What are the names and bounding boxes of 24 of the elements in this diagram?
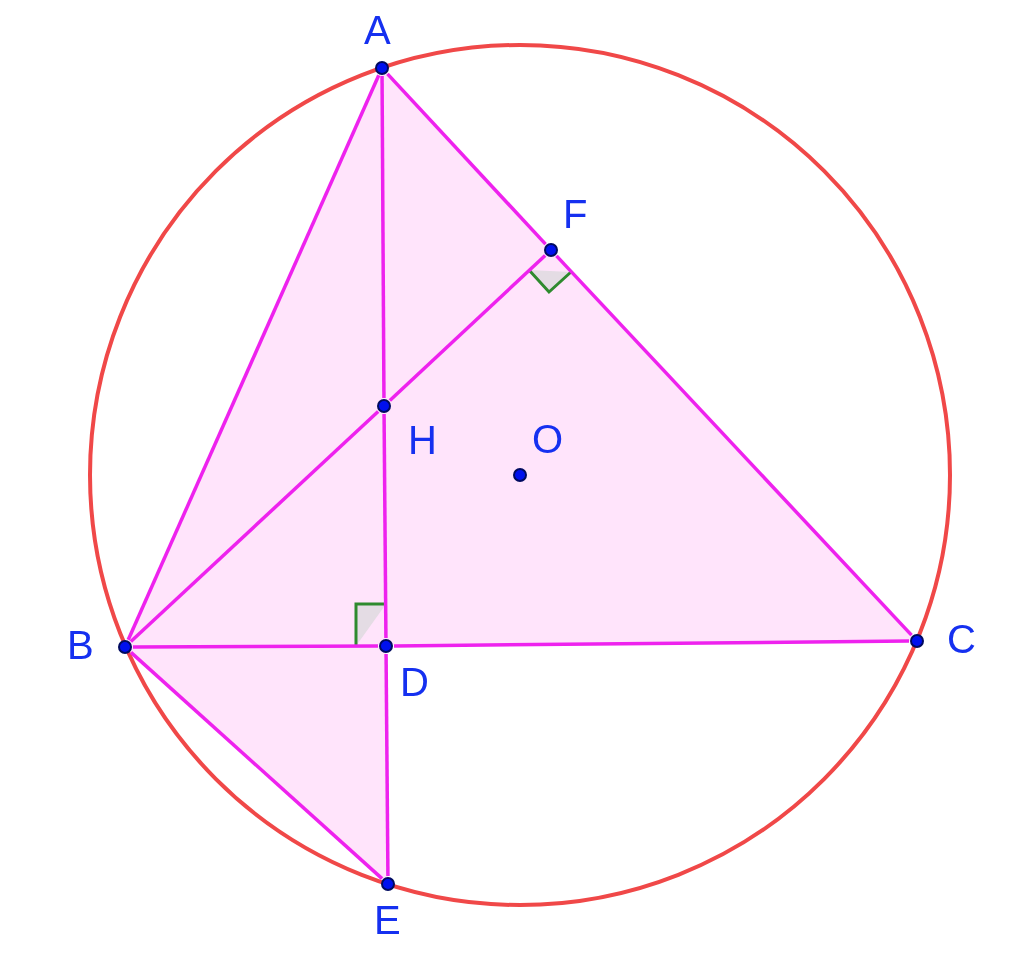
point-label: E (374, 900, 401, 940)
line-segment (133, 644, 378, 649)
point-label: C (947, 619, 976, 659)
line-segment (380, 76, 386, 398)
point-label: B (67, 625, 94, 665)
line-segment (394, 639, 909, 648)
point-label: D (400, 662, 429, 702)
point-label: O (532, 419, 564, 459)
line-segment (555, 254, 913, 637)
point-dot (375, 61, 389, 75)
line-segment (386, 72, 547, 246)
point-dot (381, 877, 395, 891)
point-label: F (563, 194, 588, 234)
line-segment (384, 654, 390, 876)
point-dot (910, 634, 924, 648)
line-segment (129, 410, 380, 643)
line-segment (126, 74, 381, 641)
point-dot (379, 639, 393, 653)
line-segment (382, 414, 388, 638)
point-dot (544, 243, 558, 257)
point-label: A (364, 10, 391, 50)
line-segment (388, 254, 547, 402)
point-dot (118, 640, 132, 654)
point-label: H (408, 420, 437, 460)
